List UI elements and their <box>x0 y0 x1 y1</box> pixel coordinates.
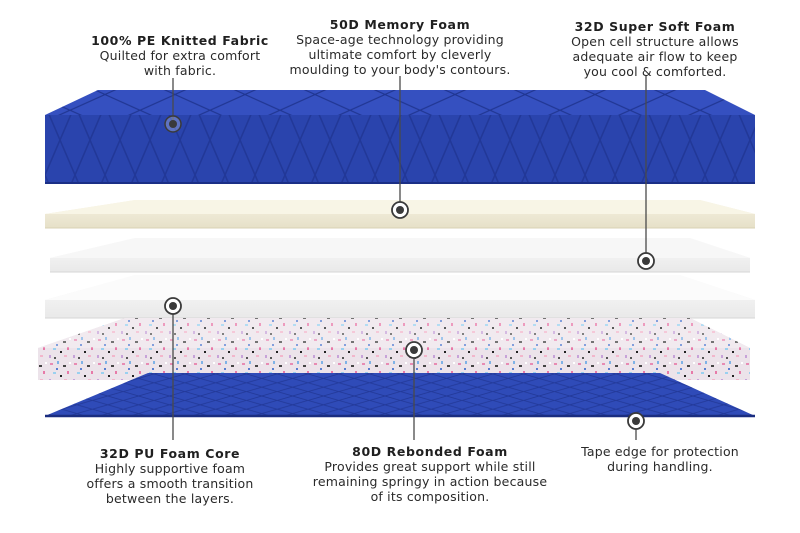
label-fabric-desc: Quilted for extra comfort with fabric. <box>99 48 261 78</box>
label-tape-edge: Tape edge for protection during handling… <box>560 444 760 474</box>
label-soft-foam: 32D Super Soft Foam Open cell structure … <box>555 19 755 79</box>
label-pu-core: 32D PU Foam Core Highly supportive foam … <box>60 446 280 506</box>
label-memory-foam: 50D Memory Foam Space-age technology pro… <box>280 17 520 77</box>
marker-rebonded <box>405 341 423 359</box>
label-rebonded-title: 80D Rebonded Foam <box>352 444 508 459</box>
label-fabric-title: 100% PE Knitted Fabric <box>91 33 269 48</box>
label-soft-foam-title: 32D Super Soft Foam <box>574 19 736 34</box>
marker-fabric <box>164 115 182 133</box>
label-soft-foam-desc: Open cell structure allows adequate air … <box>571 34 739 79</box>
memory-foam-layer <box>45 200 755 229</box>
marker-memory-foam <box>391 201 409 219</box>
marker-soft-foam <box>637 252 655 270</box>
label-memory-foam-title: 50D Memory Foam <box>329 17 471 32</box>
label-rebonded-desc: Provides great support while still remai… <box>312 459 548 504</box>
label-pu-core-title: 32D PU Foam Core <box>99 446 241 461</box>
label-tape-edge-desc: Tape edge for protection during handling… <box>581 444 739 474</box>
marker-tape-edge <box>627 412 645 430</box>
bottom-fabric-layer <box>45 373 755 418</box>
rebonded-foam-layer <box>38 318 750 380</box>
label-rebonded-foam: 80D Rebonded Foam Provides great support… <box>300 444 560 504</box>
soft-foam-layer <box>50 238 750 273</box>
pu-foam-core-layer <box>45 275 755 319</box>
label-pu-core-desc: Highly supportive foam offers a smooth t… <box>86 461 254 506</box>
marker-pu-core <box>164 297 182 315</box>
label-fabric: 100% PE Knitted Fabric Quilted for extra… <box>80 33 280 78</box>
label-memory-foam-desc: Space-age technology providing ultimate … <box>289 32 511 77</box>
